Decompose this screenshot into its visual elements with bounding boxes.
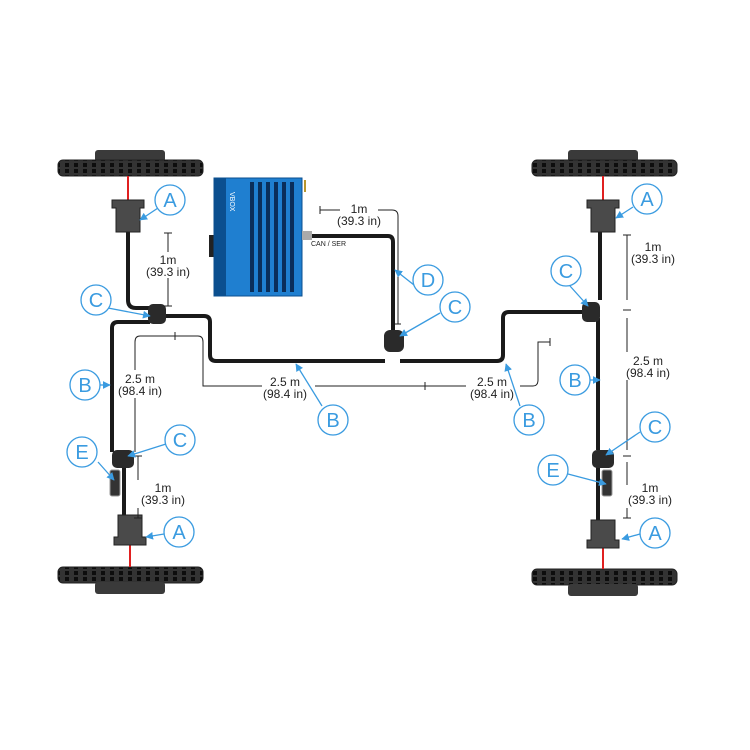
- dim-1m-front-right-in: (39.3 in): [631, 252, 675, 266]
- brake-disc-front-right: [531, 150, 678, 177]
- label-b-center-left: B: [326, 410, 339, 432]
- dim-2-5m-right-in: (98.4 in): [626, 366, 670, 380]
- label-c-rear-left: C: [173, 430, 187, 452]
- label-c-front-right: C: [559, 261, 573, 283]
- dim-1m-front-right: 1m: [645, 240, 662, 254]
- label-c-front-left: C: [89, 290, 103, 312]
- label-d: D: [421, 270, 435, 292]
- dim-2-5m-left-in: (98.4 in): [118, 384, 162, 398]
- brake-disc-rear-right: [531, 568, 678, 596]
- label-a-front-left: A: [163, 190, 177, 212]
- label-b-left: B: [78, 375, 91, 397]
- vbox-logo: VBOX: [228, 192, 235, 212]
- dim-2-5m-left: 2.5 m: [125, 372, 155, 386]
- dim-2-5m-center-left-in: (98.4 in): [263, 387, 307, 401]
- dim-2-5m-center-right-in: (98.4 in): [470, 387, 514, 401]
- label-a-front-right: A: [640, 189, 654, 211]
- dim-1m-rear-left: 1m: [155, 481, 172, 495]
- dim-2-5m-center-right: 2.5 m: [477, 375, 507, 389]
- sensor-e: [109, 469, 613, 497]
- dim-1m-device: 1m: [351, 202, 368, 216]
- dim-1m-rear-right: 1m: [642, 481, 659, 495]
- label-b-right: B: [568, 370, 581, 392]
- dim-1m-rear-left-in: (39.3 in): [141, 493, 185, 507]
- dim-1m-device-in: (39.3 in): [337, 214, 381, 228]
- dim-1m-front-left-in: (39.3 in): [146, 265, 190, 279]
- cables: [110, 232, 602, 520]
- wheel-speed-sensor-a: [111, 199, 620, 549]
- dim-1m-rear-right-in: (39.3 in): [628, 493, 672, 507]
- callout-circles: [66, 183, 671, 549]
- vbox-device: VBOX: [209, 177, 312, 297]
- dim-1m-front-left: 1m: [160, 253, 177, 267]
- label-a-rear-left: A: [172, 522, 186, 544]
- label-a-rear-right: A: [648, 523, 662, 545]
- dim-2-5m-center-left: 2.5 m: [270, 375, 300, 389]
- label-e-right: E: [546, 460, 559, 482]
- label-e-left: E: [75, 442, 88, 464]
- splitter-c: [112, 302, 614, 468]
- brake-disc-rear-left: [57, 566, 204, 594]
- brake-disc-front-left: [57, 150, 204, 177]
- label-c-center: C: [448, 297, 462, 319]
- sensor-target-lines: [127, 176, 604, 569]
- label-b-center-right: B: [522, 410, 535, 432]
- dim-2-5m-right: 2.5 m: [633, 354, 663, 368]
- callout-pointers: [97, 206, 641, 541]
- dimension-lines: [134, 206, 631, 519]
- can-connector: [302, 231, 312, 240]
- label-c-rear-right: C: [648, 417, 662, 439]
- can-ser-label: CAN / SER: [311, 241, 346, 248]
